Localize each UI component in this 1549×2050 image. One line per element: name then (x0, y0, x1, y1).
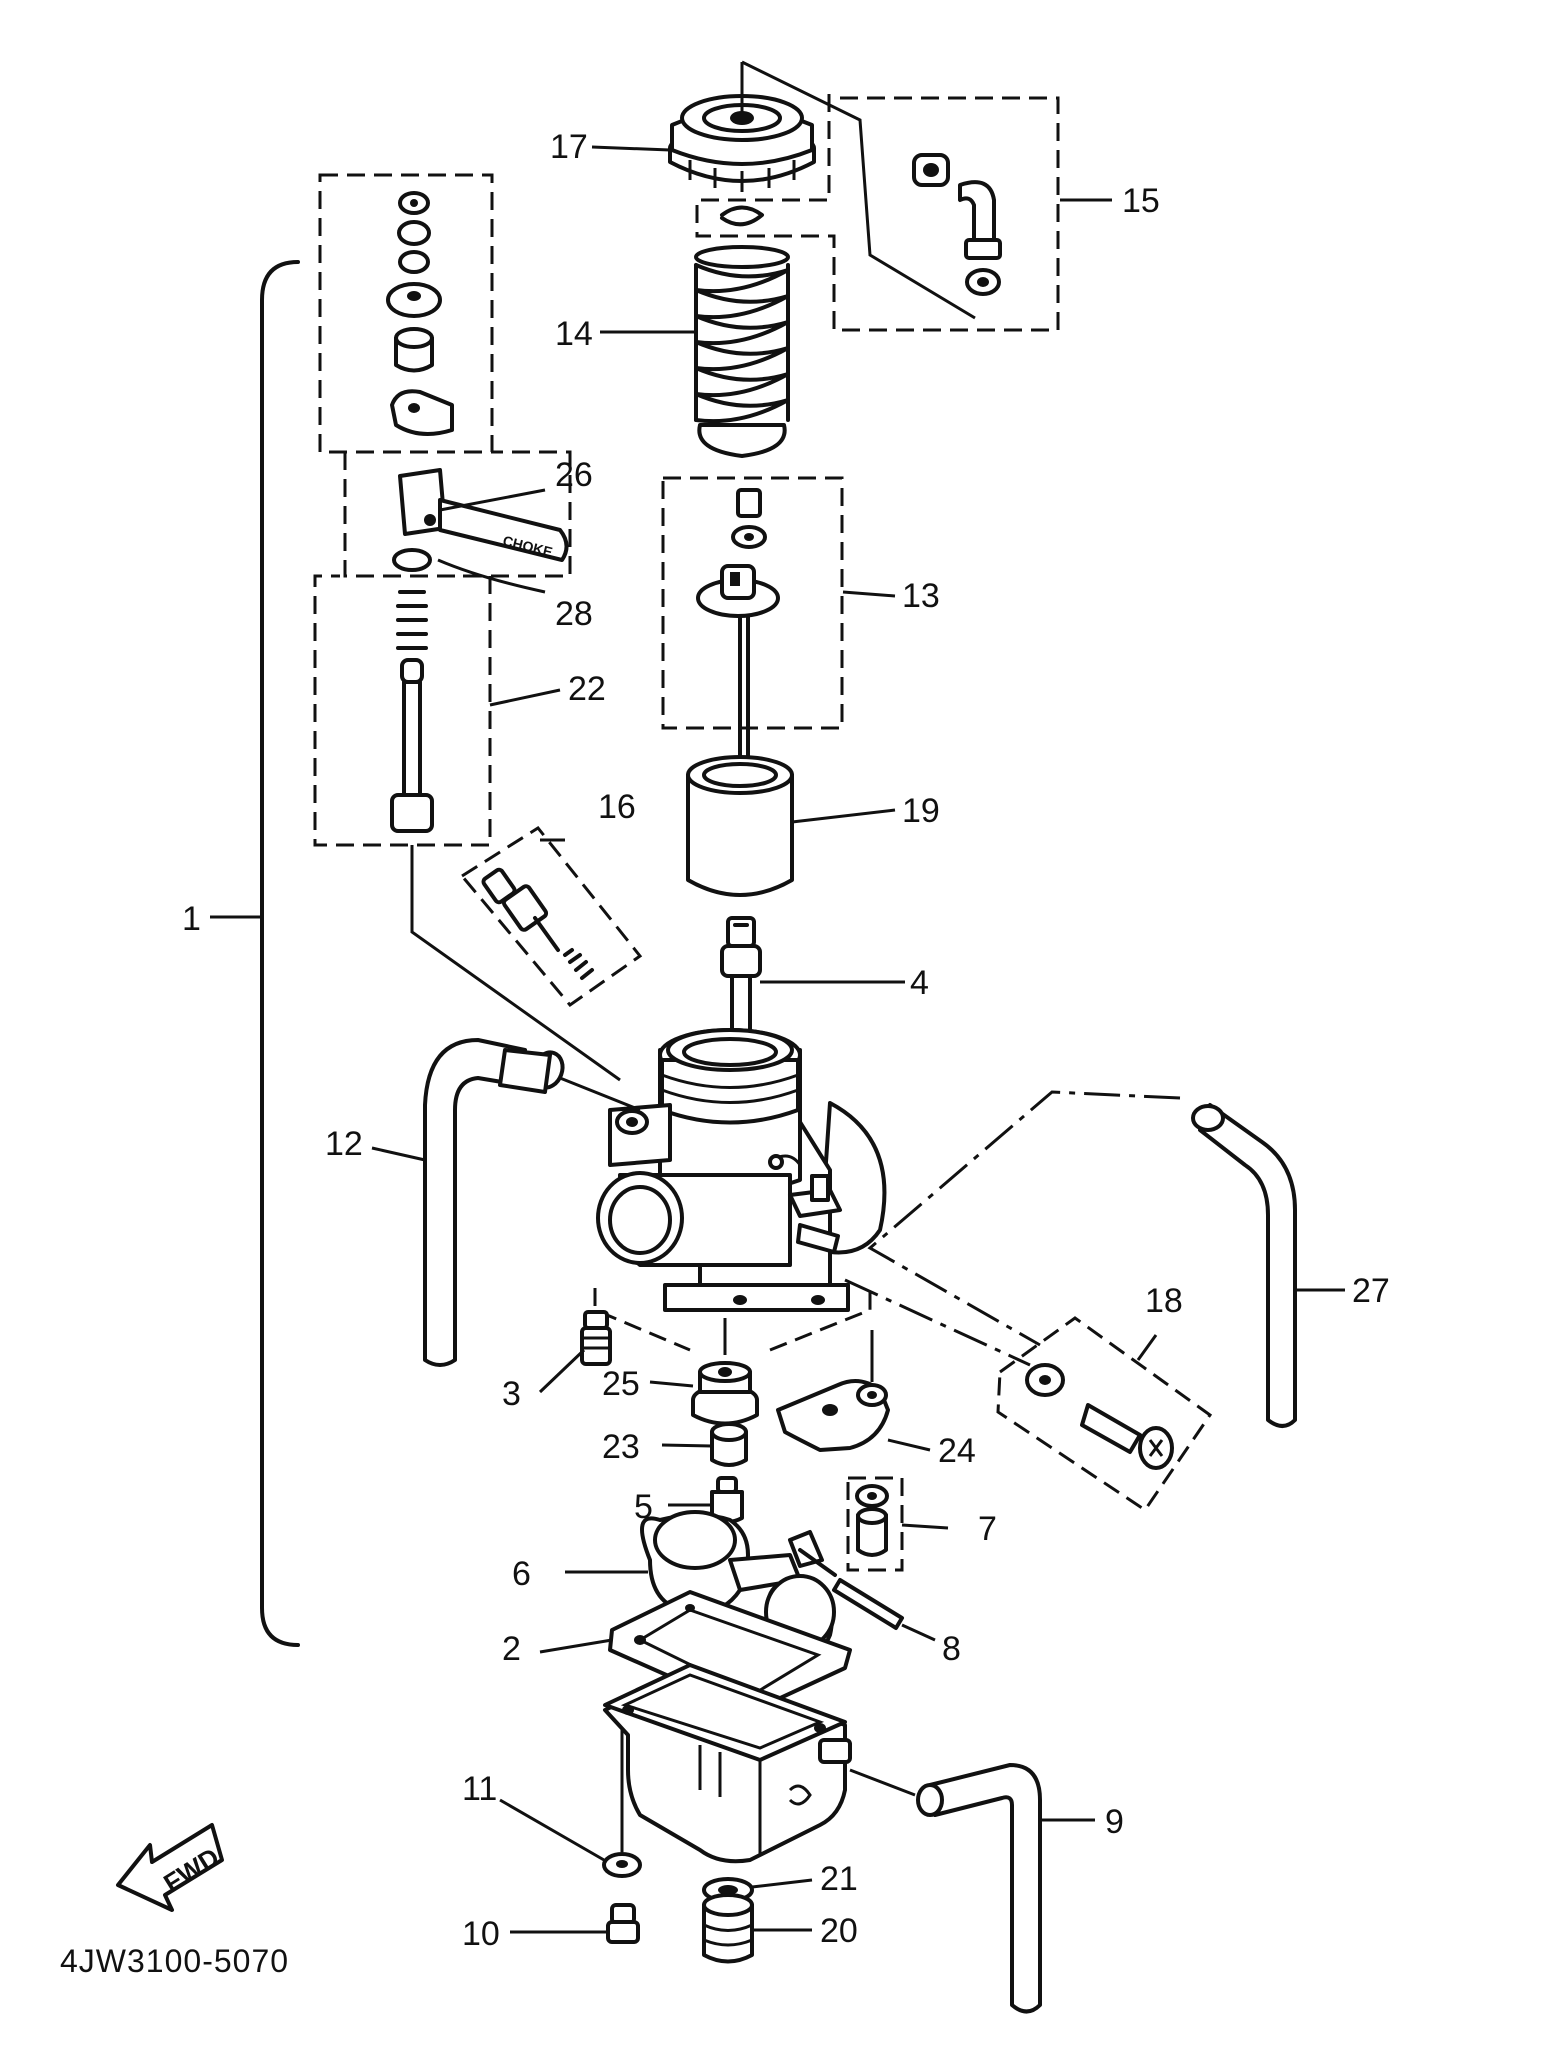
bowl-screw (606, 1903, 640, 1944)
drain-plug (702, 1877, 754, 1964)
carburetor-body (596, 1028, 887, 1312)
label-7: 7 (978, 1510, 997, 1548)
label-24: 24 (938, 1432, 976, 1470)
throttle-spring (694, 245, 790, 458)
label-26: 26 (555, 456, 593, 494)
label-12: 12 (325, 1125, 363, 1163)
label-10: 10 (462, 1915, 500, 1953)
needle-valve-set (846, 1476, 904, 1572)
label-11: 11 (462, 1770, 497, 1808)
starter-plunger (313, 574, 621, 1082)
choke-lever: CHOKE (343, 450, 572, 578)
assembly-bracket (210, 260, 300, 1647)
label-17: 17 (550, 128, 588, 166)
cable-adjuster-set (740, 60, 1002, 320)
drawing-code: 4JW3100-5070 (60, 1943, 289, 1979)
label-6: 6 (512, 1555, 531, 1593)
drain-hose (849, 1763, 1042, 2014)
label-8: 8 (942, 1630, 961, 1668)
part-number-labels: 1 2 3 4 5 6 7 8 9 10 11 12 13 14 15 16 1… (182, 128, 1390, 1953)
label-28: 28 (555, 595, 593, 633)
pilot-jet (580, 1310, 612, 1366)
label-3: 3 (502, 1375, 521, 1413)
label-20: 20 (820, 1912, 858, 1950)
cap-clip (720, 205, 764, 227)
main-jet-collar (710, 1422, 748, 1467)
fwd-arrow-icon: FWD (116, 1823, 224, 1912)
label-2: 2 (502, 1630, 521, 1668)
label-18: 18 (1145, 1282, 1183, 1320)
throttle-valve (686, 755, 794, 897)
label-27: 27 (1352, 1272, 1390, 1310)
label-14: 14 (555, 315, 593, 353)
vent-hose-left (423, 1038, 641, 1367)
jet-needle-set (661, 476, 844, 787)
label-9: 9 (1105, 1803, 1124, 1841)
float-valve-plate (776, 1330, 890, 1452)
label-4: 4 (910, 964, 929, 1002)
label-16: 16 (598, 788, 636, 826)
leader-lines (371, 145, 1345, 1934)
label-23: 23 (602, 1428, 640, 1466)
float-pin (832, 1578, 904, 1630)
label-5: 5 (634, 1488, 653, 1526)
pilot-screw-set (459, 826, 643, 1008)
label-13: 13 (902, 577, 940, 615)
air-screw-set (844, 1278, 1213, 1513)
label-21: 21 (820, 1860, 858, 1898)
starter-plunger-top-set (318, 173, 494, 454)
vent-hose-right (867, 1090, 1297, 1428)
label-1: 1 (182, 900, 201, 938)
bowl-washer (602, 1730, 642, 1878)
label-15: 15 (1122, 182, 1160, 220)
float-bowl (603, 1663, 852, 1864)
label-19: 19 (902, 792, 940, 830)
label-22: 22 (568, 670, 606, 708)
label-25: 25 (602, 1365, 640, 1403)
main-jet-holder (691, 1318, 759, 1426)
